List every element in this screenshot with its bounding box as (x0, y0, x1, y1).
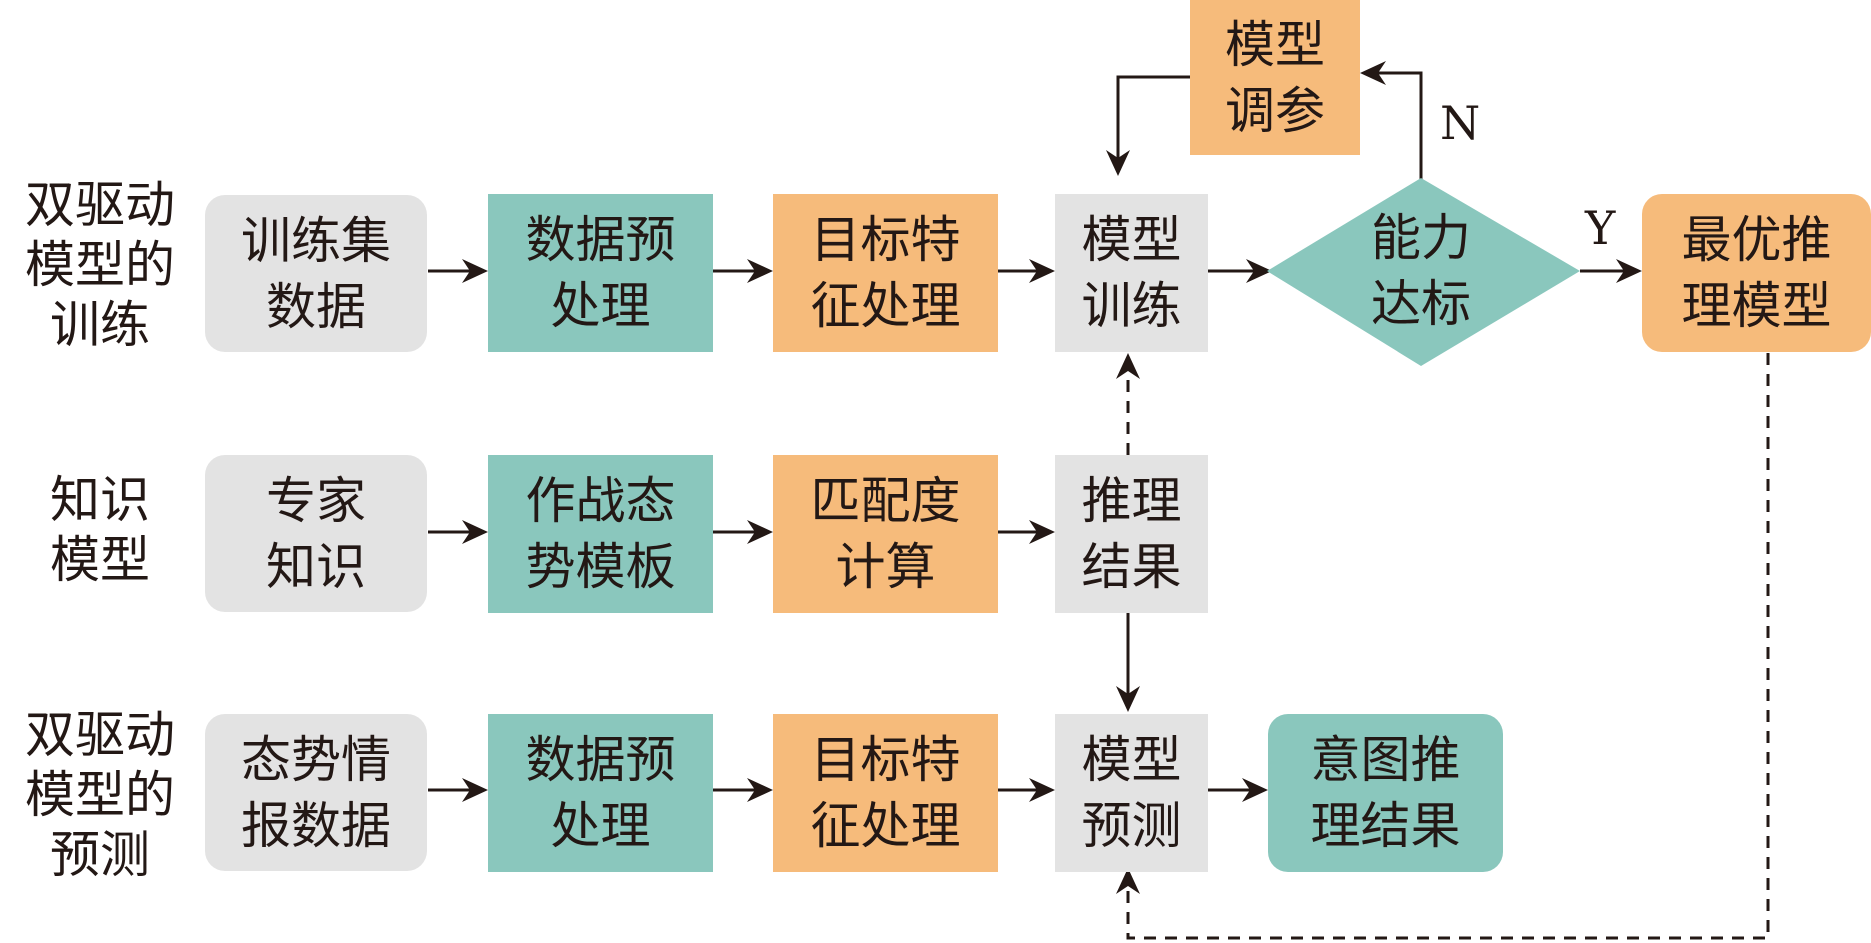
train-preprocess-node: 数据预 处理 (488, 194, 713, 352)
no-label: N (1440, 96, 1481, 150)
model-tuning-node: 模型 调参 (1190, 0, 1360, 155)
arrowhead (1029, 259, 1055, 283)
row-label-training: 双驱动 模型的 训练 (25, 176, 175, 354)
arrowhead (747, 778, 773, 802)
arrowhead (1246, 259, 1272, 283)
arrowhead (747, 259, 773, 283)
best-model-node: 最优推 理模型 (1642, 194, 1871, 352)
arrowhead (1116, 353, 1140, 379)
predict-feature-node: 目标特 征处理 (773, 714, 998, 872)
reasoning-result-node: 推理 结果 (1055, 455, 1208, 613)
intel-data-node: 态势情 报数据 (205, 714, 427, 871)
ability-check-label: 能力 达标 (1371, 209, 1471, 333)
yes-label: Y (1585, 201, 1616, 255)
arrow-ability-to-tune (1370, 71, 1423, 180)
model-prediction-node: 模型 预测 (1055, 714, 1208, 872)
training-data-node: 训练集 数据 (205, 195, 427, 352)
row-label-prediction: 双驱动 模型的 预测 (25, 706, 175, 884)
match-calc-node: 匹配度 计算 (773, 455, 998, 613)
predict-preprocess-node: 数据预 处理 (488, 714, 713, 872)
arrowhead (462, 259, 488, 283)
arrowhead (1616, 259, 1642, 283)
arrowhead (462, 520, 488, 544)
arrowhead (1029, 520, 1055, 544)
expert-knowledge-node: 专家 知识 (205, 455, 427, 612)
arrowhead (1116, 686, 1140, 712)
arrowhead (747, 520, 773, 544)
ability-diamond (1267, 178, 1580, 366)
arrowhead (1242, 778, 1268, 802)
row-label-knowledge: 知识 模型 (50, 471, 150, 589)
arrowhead (1106, 150, 1130, 176)
arrowhead (1029, 778, 1055, 802)
model-training-node: 模型 训练 (1055, 194, 1208, 352)
arrowhead (1360, 61, 1386, 85)
arrow-best-to-predict-dashed (1126, 353, 1770, 940)
combat-template-node: 作战态 势模板 (488, 455, 713, 613)
arrowhead (1116, 868, 1140, 894)
intent-result-node: 意图推 理结果 (1268, 714, 1503, 872)
arrowhead (462, 778, 488, 802)
arrow-tune-to-train (1116, 75, 1190, 166)
train-feature-node: 目标特 征处理 (773, 194, 998, 352)
